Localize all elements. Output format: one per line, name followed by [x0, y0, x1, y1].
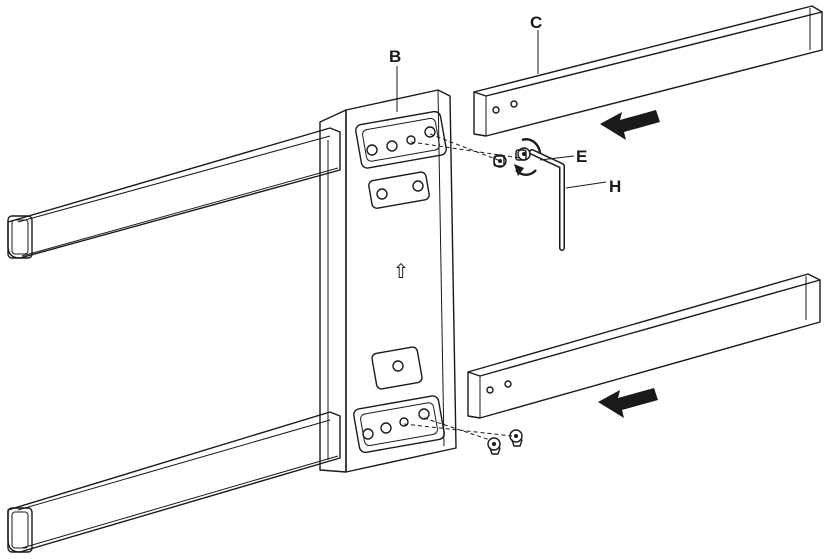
right-lower-arm: [467, 273, 821, 419]
leader-lines: [396, 30, 607, 189]
wall-plate: ⇧: [319, 89, 457, 473]
upper-slot: [355, 110, 447, 169]
lower-direction-arrow: [598, 388, 658, 418]
screw-icon: [493, 154, 507, 168]
label-screw: E: [576, 147, 587, 166]
screw-icon: [487, 437, 501, 455]
up-arrow-mark: ⇧: [393, 259, 410, 283]
hex-key-icon: [529, 149, 565, 251]
upper-small-slot: [368, 171, 430, 209]
label-hex-key: H: [609, 177, 621, 196]
label-arm: C: [530, 13, 542, 32]
screw-icon: [509, 429, 523, 447]
lower-screws: [487, 429, 523, 455]
left-upper-rail: [7, 127, 341, 259]
left-lower-rail: [7, 411, 341, 553]
alignment-lines: [403, 133, 521, 441]
upper-direction-arrow: [600, 110, 660, 140]
lower-small-slot: [371, 346, 423, 390]
lower-slot: [353, 395, 445, 454]
label-bracket: B: [389, 47, 401, 66]
right-upper-arm: [473, 5, 823, 137]
